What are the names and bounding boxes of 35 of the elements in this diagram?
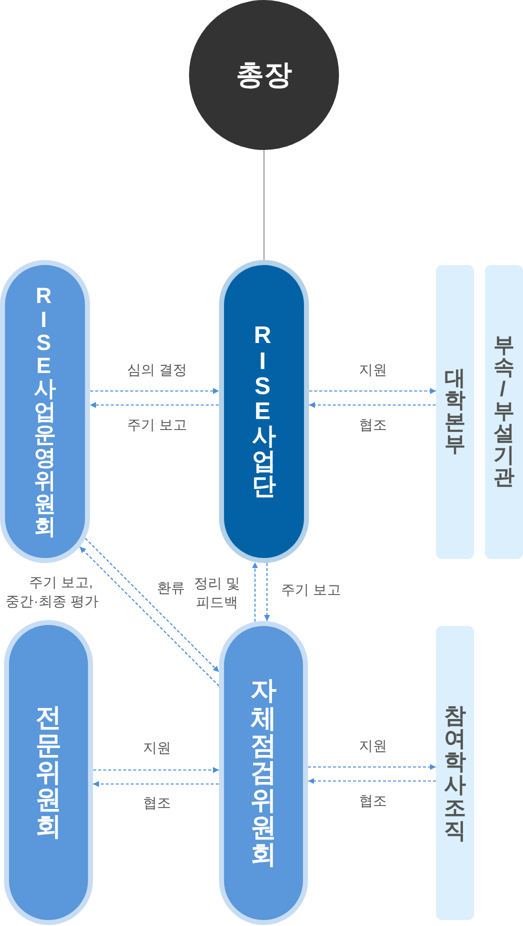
dashed-arrow bbox=[264, 563, 270, 621]
edge-label: 지원 bbox=[143, 738, 171, 758]
edge-label: 정리 및 피드백 bbox=[193, 574, 241, 612]
edge-label: 지원 bbox=[359, 360, 387, 380]
org-panel bbox=[436, 626, 474, 920]
edge-label: 지원 bbox=[359, 736, 387, 756]
dashed-arrow bbox=[309, 388, 436, 394]
dashed-arrow bbox=[93, 781, 219, 787]
edge-label: 주기 보고, 중간·최종 평가 bbox=[4, 573, 100, 611]
edge-label: 협조 bbox=[143, 794, 171, 812]
node-label: 전문위원회 bbox=[36, 704, 62, 841]
connector-line bbox=[263, 150, 265, 260]
node-label: 참여학사조직 bbox=[444, 704, 466, 842]
node-label: 총장 bbox=[236, 61, 292, 89]
org-panel bbox=[436, 265, 474, 559]
edge-label: 환류 bbox=[157, 578, 185, 598]
node-label: RISE 사업단 bbox=[252, 323, 276, 500]
node-label: 자체점검위원회 bbox=[250, 677, 276, 869]
edge-label: 주기 보고 bbox=[127, 416, 187, 434]
dashed-arrow bbox=[90, 388, 219, 394]
node-label: RISE 사업운영위원회 bbox=[34, 284, 56, 539]
dashed-arrow bbox=[308, 778, 436, 784]
edge-label: 협조 bbox=[359, 416, 387, 434]
edge-label: 주기 보고 bbox=[281, 580, 341, 600]
node-label: 대학본부 bbox=[444, 368, 466, 456]
edge-label: 협조 bbox=[359, 792, 387, 810]
edge-label: 심의 결정 bbox=[127, 360, 187, 380]
dashed-arrow bbox=[79, 546, 220, 686]
dashed-arrow bbox=[309, 402, 436, 408]
node-label: 부속/부설기관 bbox=[494, 334, 514, 490]
dashed-arrow bbox=[308, 764, 436, 770]
dashed-arrow bbox=[90, 402, 219, 408]
dashed-arrow bbox=[93, 767, 219, 773]
org-panel bbox=[485, 265, 523, 559]
dashed-arrow bbox=[252, 562, 258, 622]
